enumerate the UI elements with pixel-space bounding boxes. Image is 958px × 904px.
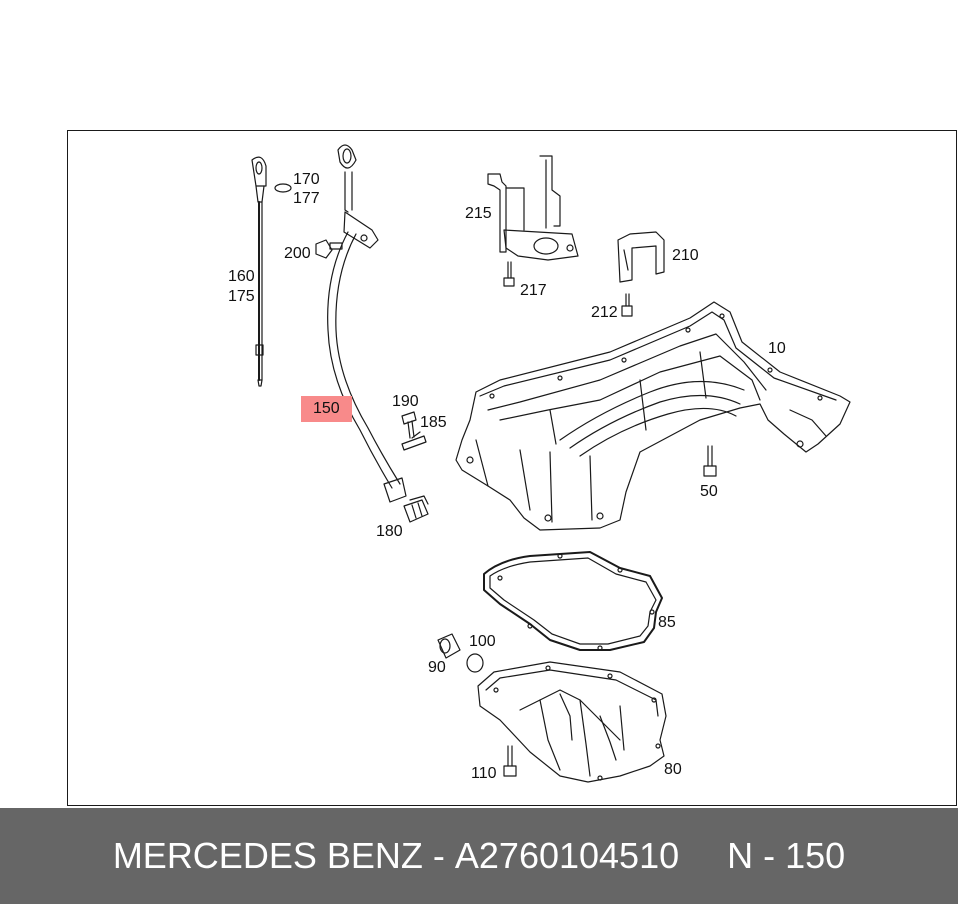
bracket-210 bbox=[617, 231, 665, 283]
callout-160: 160 bbox=[228, 268, 255, 285]
callout-200: 200 bbox=[284, 245, 311, 262]
callout-100: 100 bbox=[469, 633, 496, 650]
callout-85: 85 bbox=[658, 614, 676, 631]
separator: - bbox=[432, 835, 445, 876]
callout-175: 175 bbox=[228, 288, 255, 305]
lower-oil-pan-80 bbox=[477, 661, 667, 783]
callout-210: 210 bbox=[672, 247, 699, 264]
callout-212: 212 bbox=[591, 304, 618, 321]
position-label: N - 150 bbox=[727, 835, 846, 876]
callout-217: 217 bbox=[520, 282, 547, 299]
bolt-190 bbox=[401, 411, 417, 439]
callout-185: 185 bbox=[420, 414, 447, 431]
callout-177: 177 bbox=[293, 190, 320, 207]
callout-80: 80 bbox=[664, 761, 682, 778]
callout-215: 215 bbox=[465, 205, 492, 222]
callout-180: 180 bbox=[376, 523, 403, 540]
part-number: A2760104510 bbox=[454, 835, 680, 876]
sealing-ring-100 bbox=[466, 653, 484, 673]
dipstick-160 bbox=[251, 156, 267, 387]
bolt-50 bbox=[703, 445, 717, 477]
footer-caption: MERCEDES BENZ - A2760104510 N - 150 bbox=[0, 808, 958, 904]
upper-oil-pan-10 bbox=[455, 301, 851, 531]
plug-180 bbox=[403, 495, 429, 523]
callout-10: 10 bbox=[768, 340, 786, 357]
screw-200 bbox=[315, 239, 343, 259]
clip-185 bbox=[401, 431, 427, 451]
diagram-frame bbox=[67, 130, 957, 806]
bolt-217 bbox=[503, 261, 515, 287]
callout-50: 50 bbox=[700, 483, 718, 500]
callout-150-highlighted: 150 bbox=[301, 396, 352, 422]
callout-110: 110 bbox=[471, 765, 497, 782]
bracket-215 bbox=[487, 155, 579, 261]
callout-190: 190 bbox=[392, 393, 419, 410]
bolt-212 bbox=[621, 293, 633, 317]
gasket-85 bbox=[483, 551, 663, 651]
dipstick-guide-tube-150 bbox=[327, 144, 407, 503]
callout-170: 170 bbox=[293, 171, 320, 188]
callout-90: 90 bbox=[428, 659, 446, 676]
brand-name: MERCEDES BENZ bbox=[112, 835, 423, 876]
bolt-110 bbox=[503, 745, 517, 777]
footer-bar: MERCEDES BENZ - A2760104510 N - 150 bbox=[0, 808, 958, 904]
o-ring-170 bbox=[274, 183, 292, 193]
drain-plug-90 bbox=[437, 633, 461, 659]
